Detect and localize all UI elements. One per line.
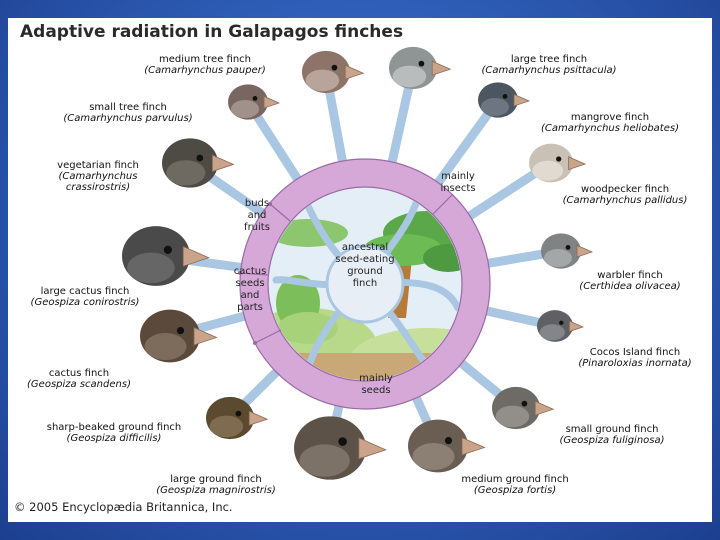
finch-label-woodpecker: woodpecker finch(Camarhynchus pallidus) — [562, 184, 688, 206]
finch-label-large-cactus: large cactus finch(Geospiza conirostris) — [30, 286, 140, 308]
finch-label-cocos: Cocos Island finch(Pinaroloxias inornata… — [578, 347, 692, 369]
finch-head-large-tree — [389, 46, 452, 90]
finch-label-warbler: warbler finch(Certhidea olivacea) — [579, 270, 681, 292]
finch-label-large-tree: large tree finch(Camarhynchus psittacula… — [481, 54, 617, 76]
finch-head-woodpecker — [529, 143, 587, 183]
finch-label-medium-tree: medium tree finch(Camarhynchus pauper) — [144, 54, 266, 76]
finch-head-large-ground — [294, 416, 387, 480]
finch-head-vegetarian — [162, 138, 235, 188]
diagram-title: Adaptive radiation in Galapagos finches — [20, 22, 404, 42]
finch-label-sharp-beaked: sharp-beaked ground finch(Geospiza diffi… — [46, 422, 182, 444]
ancestor-disc — [325, 244, 405, 324]
finch-head-medium-tree — [302, 50, 365, 94]
sector-label-cactus: cactus seeds and parts — [233, 266, 267, 313]
finch-label-vegetarian: vegetarian finch(Camarhynchus crassirost… — [57, 160, 139, 193]
finch-head-cactus — [140, 309, 218, 363]
sector-label-buds: buds and fruits — [244, 198, 270, 233]
sector-label-insects: mainly insects — [440, 171, 476, 194]
finch-label-small-tree: small tree finch(Camarhynchus parvulus) — [63, 102, 193, 124]
finch-head-medium-ground — [408, 419, 486, 473]
finch-label-small-ground: small ground finch(Geospiza fuliginosa) — [559, 424, 665, 446]
finch-head-small-tree — [228, 84, 281, 120]
finch-head-large-cactus — [122, 226, 210, 286]
finch-label-medium-ground: medium ground finch(Geospiza fortis) — [461, 474, 569, 496]
diagram-panel: Adaptive radiation in Galapagos finches … — [8, 18, 712, 522]
finch-head-small-ground — [492, 386, 555, 430]
finch-head-cocos — [537, 310, 585, 342]
finch-label-mangrove: mangrove finch(Camarhynchus heliobates) — [541, 112, 679, 134]
finch-label-large-ground: large ground finch(Geospiza magnirostris… — [156, 474, 276, 496]
finch-heads — [122, 46, 594, 480]
finch-head-warbler — [541, 233, 594, 269]
ancestor-label: ancestral seed-eating ground finch — [335, 242, 395, 289]
finch-label-cactus: cactus finch(Geospiza scandens) — [27, 368, 131, 390]
sector-dots — [238, 202, 272, 345]
finch-head-mangrove — [478, 82, 531, 118]
copyright-notice: © 2005 Encyclopædia Britannica, Inc. — [14, 500, 233, 514]
sector-label-seeds: mainly seeds — [359, 373, 393, 396]
finch-head-sharp-beaked — [206, 396, 269, 440]
radiation-diagram — [122, 46, 594, 480]
sector-dividers — [239, 193, 454, 344]
